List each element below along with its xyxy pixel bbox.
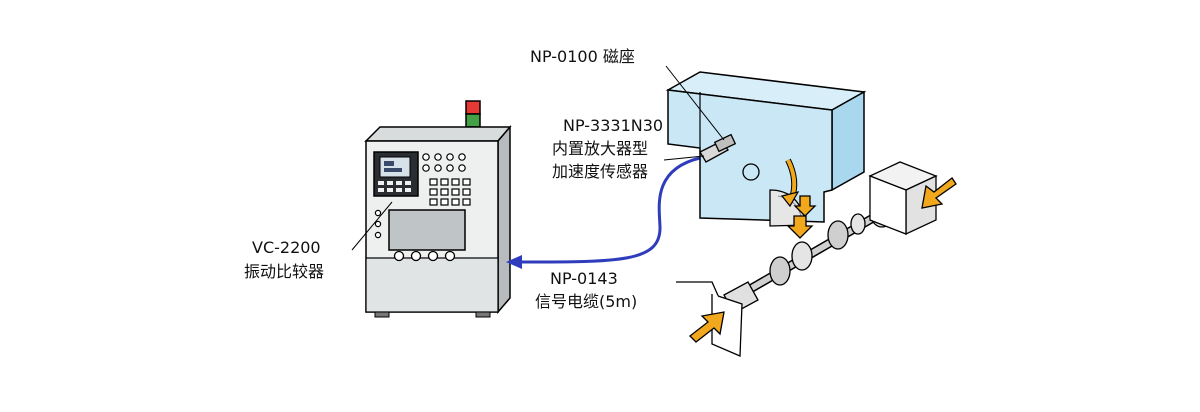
label-magnetic-base: NP-0100 磁座	[530, 47, 635, 66]
panel-buttons	[422, 153, 471, 206]
label-cable-model: NP-0143	[550, 269, 618, 288]
label-sensor-desc-2: 加速度传感器	[552, 162, 648, 181]
display-window	[388, 209, 466, 251]
label-comparator-model: VC-2200	[252, 238, 321, 257]
cable-arrowhead	[506, 255, 522, 269]
machine-housing	[665, 71, 867, 227]
arrow-down-icon	[786, 215, 814, 239]
controller-display-unit	[373, 151, 419, 197]
side-indicators	[374, 209, 382, 239]
vibration-comparator-cabinet	[364, 100, 512, 318]
label-sensor-model: NP-3331N30	[563, 116, 663, 135]
label-sensor-desc-1: 内置放大器型	[552, 139, 648, 158]
left-chuck-bracket	[676, 281, 743, 357]
signal-cable	[519, 156, 701, 264]
label-cable-desc: 信号电缆(5m)	[535, 292, 637, 311]
accelerometer-sensor	[699, 133, 737, 163]
label-comparator-desc: 振动比较器	[244, 262, 324, 281]
leader-lines	[351, 65, 725, 251]
arrow-down-icon-2	[793, 195, 817, 217]
arrow-left-in-icon	[689, 311, 725, 343]
lower-knobs	[393, 250, 456, 262]
arrow-right-in-icon	[921, 177, 957, 209]
force-arrows	[689, 177, 957, 343]
